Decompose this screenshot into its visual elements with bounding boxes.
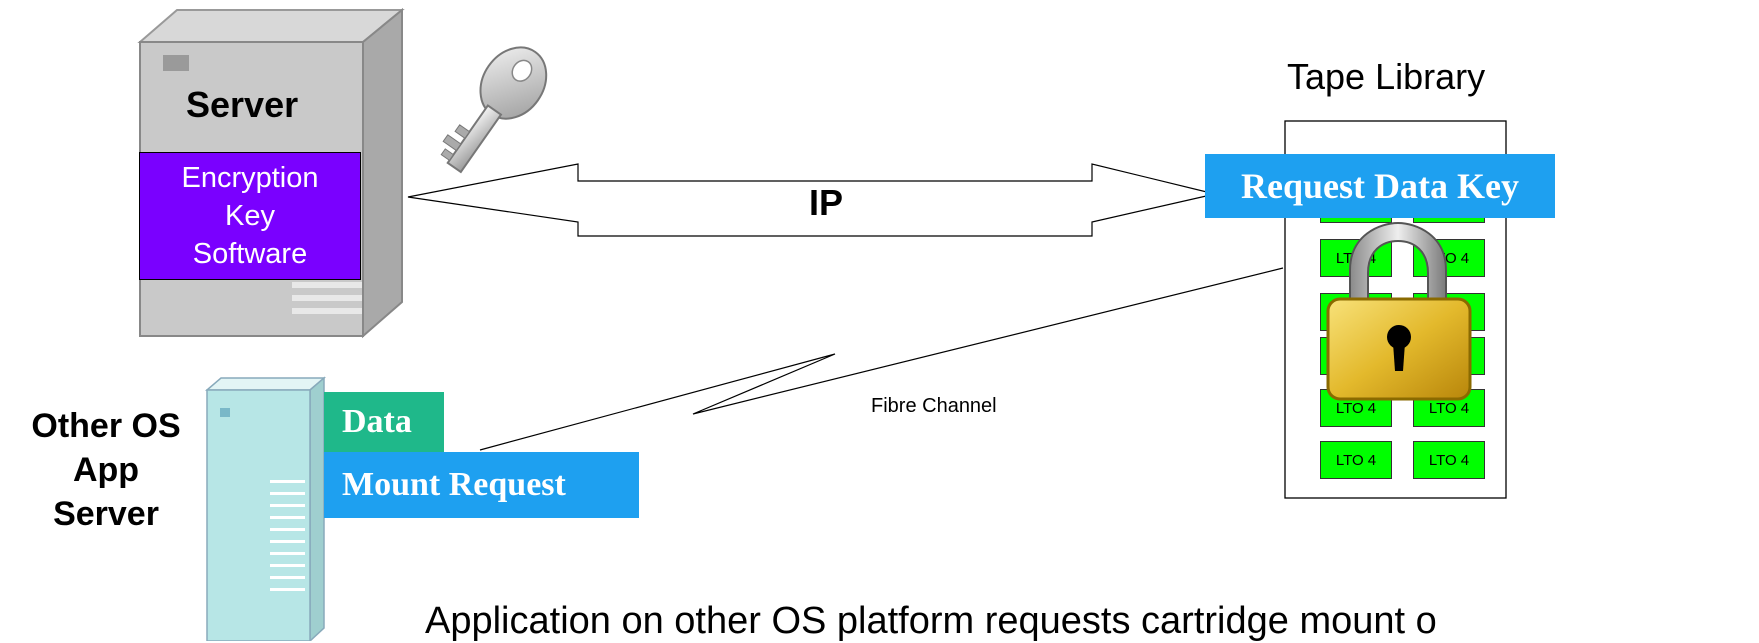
tape-library-title: Tape Library [1287, 56, 1486, 97]
encryption-key-software-box: Encryption Key Software [139, 152, 361, 280]
padlock-icon [1326, 221, 1472, 401]
tape-drive: LTO 4 [1320, 441, 1392, 479]
tape-drive: LTO 4 [1413, 441, 1485, 479]
request-data-key-box: Request Data Key [1205, 154, 1555, 218]
ip-link-label: IP [809, 182, 844, 223]
caption-text: Application on other OS platform request… [425, 600, 1437, 642]
app-server-tower [204, 376, 327, 641]
fibre-channel-label: Fibre Channel [871, 395, 997, 417]
data-box: Data [324, 392, 444, 452]
app-server-label-line: Other OS [31, 407, 181, 445]
app-server-label-line: App [72, 451, 140, 489]
software-line: Encryption [181, 162, 319, 194]
mount-request-box: Mount Request [324, 452, 639, 518]
software-line: Software [192, 238, 308, 270]
app-server-label-line: Server [53, 495, 159, 533]
server-title: Server [186, 84, 299, 125]
fibre-channel-link [479, 267, 1284, 451]
app-server-label: Other OS App Server [10, 404, 202, 536]
key-icon [440, 46, 548, 174]
software-line: Key [225, 200, 275, 232]
